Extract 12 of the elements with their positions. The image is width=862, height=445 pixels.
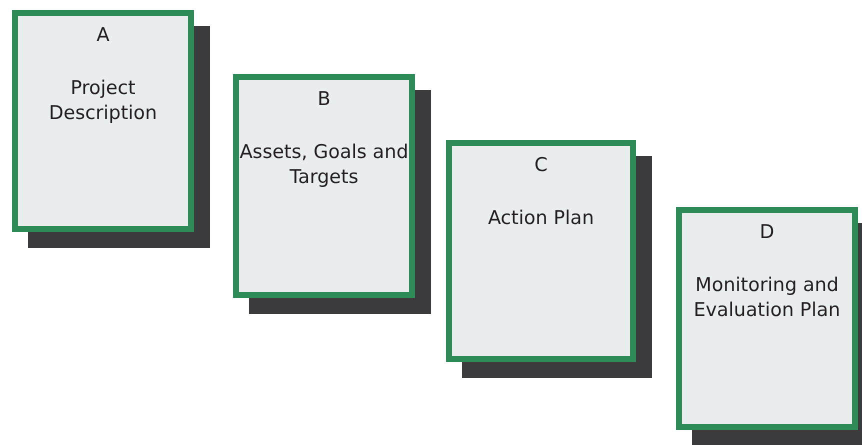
card-title: Monitoring and Evaluation Plan [692, 273, 842, 322]
document-card [233, 74, 415, 298]
card-letter: B [317, 88, 331, 110]
card-title: Action Plan [488, 206, 594, 231]
card-title: Project Description [48, 76, 158, 126]
card-title: Assets, Goals and Targets [239, 140, 409, 190]
document-card [446, 140, 636, 362]
card-letter: C [534, 154, 548, 176]
card-letter: D [760, 221, 774, 243]
document-card [12, 10, 194, 232]
card-letter: A [96, 24, 110, 46]
document-card [676, 207, 858, 430]
